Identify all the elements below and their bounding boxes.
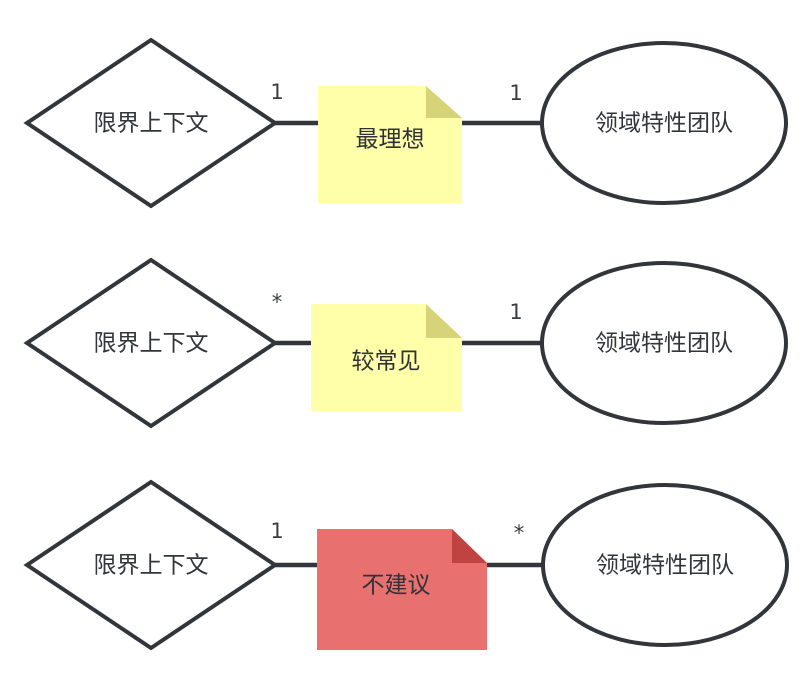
bounded-context-label-row-ideal: 限界上下文	[94, 111, 209, 137]
feature-team-ellipse-row-ideal[interactable]	[540, 41, 788, 205]
bounded-context-diamond-row-common[interactable]	[23, 257, 279, 429]
note-discouraged[interactable]: 不建议	[317, 529, 487, 650]
bounded-context-diamond-row-discouraged[interactable]	[23, 479, 279, 651]
feature-team-ellipse-row-common[interactable]	[540, 261, 788, 425]
feature-team-label-row-ideal: 领域特性团队	[595, 111, 733, 137]
multiplicity-left-row-common: *	[272, 290, 283, 314]
note-label-ideal: 最理想	[356, 127, 425, 153]
note-label-discouraged: 不建议	[362, 573, 431, 599]
note-fold-corner-discouraged	[452, 529, 487, 563]
feature-team-label-row-common: 领域特性团队	[595, 331, 733, 357]
feature-team-ellipse-row-discouraged[interactable]	[541, 483, 789, 647]
note-body-discouraged	[317, 529, 487, 650]
note-fold-corner-common	[426, 304, 462, 338]
multiplicity-right-row-ideal: 1	[509, 81, 522, 105]
note-ideal[interactable]: 最理想	[318, 86, 462, 203]
diagram-row-ideal: 限界上下文 1 最理想 1 领域特性团队	[23, 37, 788, 209]
multiplicity-left-row-discouraged: 1	[270, 519, 283, 543]
bounded-context-label-row-discouraged: 限界上下文	[94, 553, 209, 579]
note-label-common: 较常见	[352, 349, 421, 375]
multiplicity-right-row-common: 1	[509, 300, 522, 324]
bounded-context-label-row-common: 限界上下文	[94, 331, 209, 357]
note-fold-corner-ideal	[426, 86, 462, 118]
multiplicity-right-row-discouraged: *	[514, 521, 525, 545]
diagram-row-discouraged: 限界上下文 1 不建议 * 领域特性团队	[23, 479, 789, 651]
bounded-context-diamond-row-ideal[interactable]	[23, 37, 279, 209]
note-body-common	[311, 304, 462, 411]
diagram-row-common: 限界上下文 * 较常见 1 领域特性团队	[23, 257, 788, 429]
note-common[interactable]: 较常见	[311, 304, 462, 411]
multiplicity-left-row-ideal: 1	[270, 80, 283, 104]
feature-team-label-row-discouraged: 领域特性团队	[596, 553, 734, 579]
